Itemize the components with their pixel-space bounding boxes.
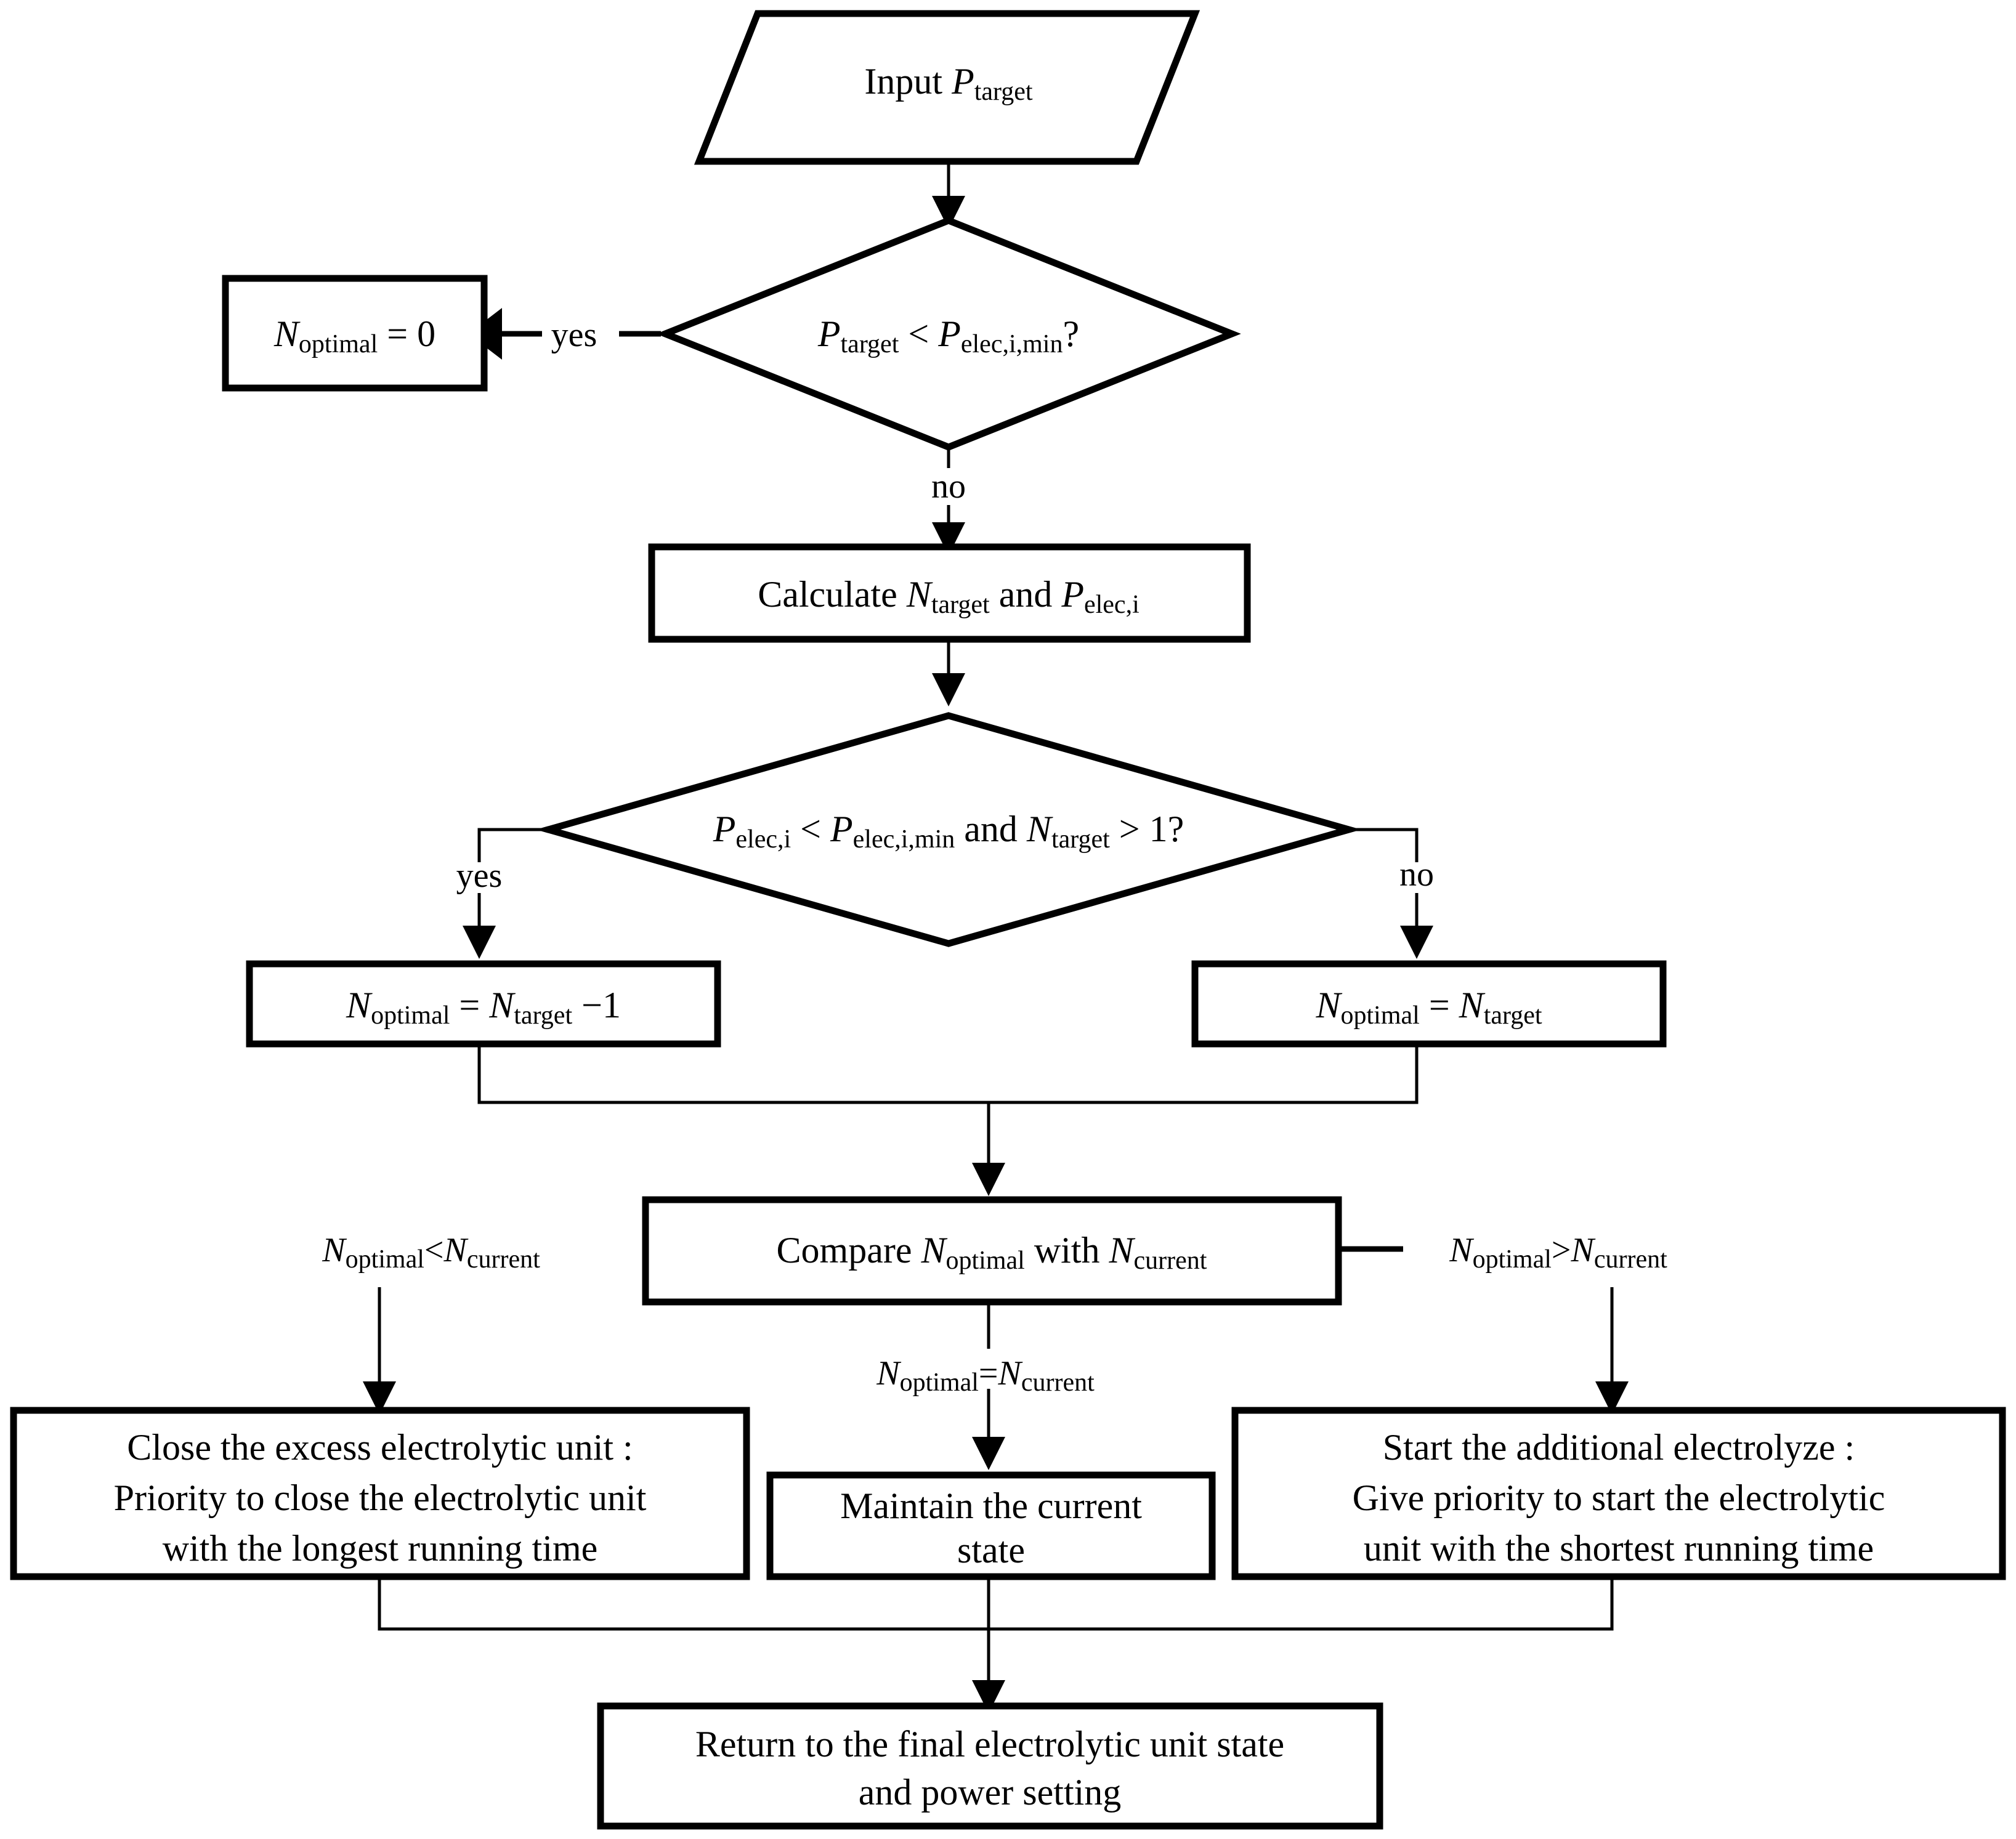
node-close-excess-line-1: Close the excess electrolytic unit : <box>127 1427 633 1468</box>
edge-merge-to-compare <box>477 1044 1419 1196</box>
node-noptimal-minus1-text: Noptimal = Ntarget −1 <box>346 985 621 1030</box>
node-start-additional-line-1: Start the additional electrolyze : <box>1383 1427 1855 1468</box>
node-start-additional-line-2: Give priority to start the electrolytic <box>1353 1477 1885 1518</box>
edge-label-yes-2: yes <box>456 857 503 895</box>
node-close-excess-line-2: Priority to close the electrolytic unit <box>114 1477 647 1518</box>
node-close-excess-line-3: with the longest running time <box>163 1528 598 1569</box>
edge-label-noptimal-equals-ncurrent: Noptimal=Ncurrent <box>876 1354 1095 1397</box>
node-decision-ptarget-lt-pmin[interactable]: Ptarget < Pelec,i,min? <box>656 217 1241 451</box>
edge-label-yes-1: yes <box>551 316 597 354</box>
node-decision1-text: Ptarget < Pelec,i,min? <box>817 313 1079 358</box>
node-noptimal-eq-ntarget-text: Noptimal = Ntarget <box>1315 985 1542 1030</box>
node-start-additional-line-3: unit with the shortest running time <box>1364 1528 1874 1569</box>
node-decision-pelec-and-ntarget[interactable]: Pelec,i < Pelec,i,min and Ntarget > 1? <box>535 712 1362 947</box>
node-compare-text: Compare Noptimal with Ncurrent <box>777 1230 1207 1275</box>
edge-compare-middle <box>972 1302 1005 1470</box>
node-return-line-2: and power setting <box>859 1772 1122 1813</box>
node-calculate-text: Calculate Ntarget and Pelec,i <box>758 574 1140 619</box>
edge-label-no-2: no <box>1399 855 1434 894</box>
node-start-additional-electrolyze[interactable]: Start the additional electrolyze : Give … <box>1231 1407 2006 1580</box>
node-maintain-current-state[interactable]: Maintain the current state <box>766 1471 1216 1580</box>
edge-input-to-decision1 <box>932 161 965 229</box>
node-noptimal-zero[interactable]: Noptimal = 0 <box>222 275 488 392</box>
node-decision2-text: Pelec,i < Pelec,i,min and Ntarget > 1? <box>713 809 1184 854</box>
node-return-line-1: Return to the final electrolytic unit st… <box>695 1724 1284 1764</box>
node-calculate[interactable]: Calculate Ntarget and Pelec,i <box>648 543 1251 643</box>
node-noptimal-ntarget-minus-1[interactable]: Noptimal = Ntarget −1 <box>246 960 721 1048</box>
node-input[interactable]: Input Ptarget <box>694 10 1200 165</box>
node-return-final-state[interactable]: Return to the final electrolytic unit st… <box>597 1702 1383 1830</box>
edge-label-noptimal-greater-ncurrent: Noptimal>Ncurrent <box>1449 1231 1667 1274</box>
node-noptimal-zero-text: Noptimal = 0 <box>273 313 435 358</box>
edge-compare-right <box>1337 1246 1629 1415</box>
edge-decision2-no <box>1346 828 1433 959</box>
node-close-excess-unit[interactable]: Close the excess electrolytic unit : Pri… <box>10 1407 750 1580</box>
edge-merge-to-return <box>378 1578 1614 1713</box>
edge-label-no-1: no <box>931 467 966 506</box>
edge-label-noptimal-less-ncurrent: Noptimal<Ncurrent <box>322 1231 540 1274</box>
node-input-text: Input Ptarget <box>864 61 1032 106</box>
node-compare[interactable]: Compare Noptimal with Ncurrent <box>642 1196 1342 1306</box>
node-noptimal-eq-ntarget[interactable]: Noptimal = Ntarget <box>1191 960 1667 1048</box>
edge-calculate-to-decision2 <box>932 639 965 706</box>
node-maintain-line-2: state <box>957 1530 1025 1570</box>
node-maintain-line-1: Maintain the current <box>840 1485 1142 1526</box>
